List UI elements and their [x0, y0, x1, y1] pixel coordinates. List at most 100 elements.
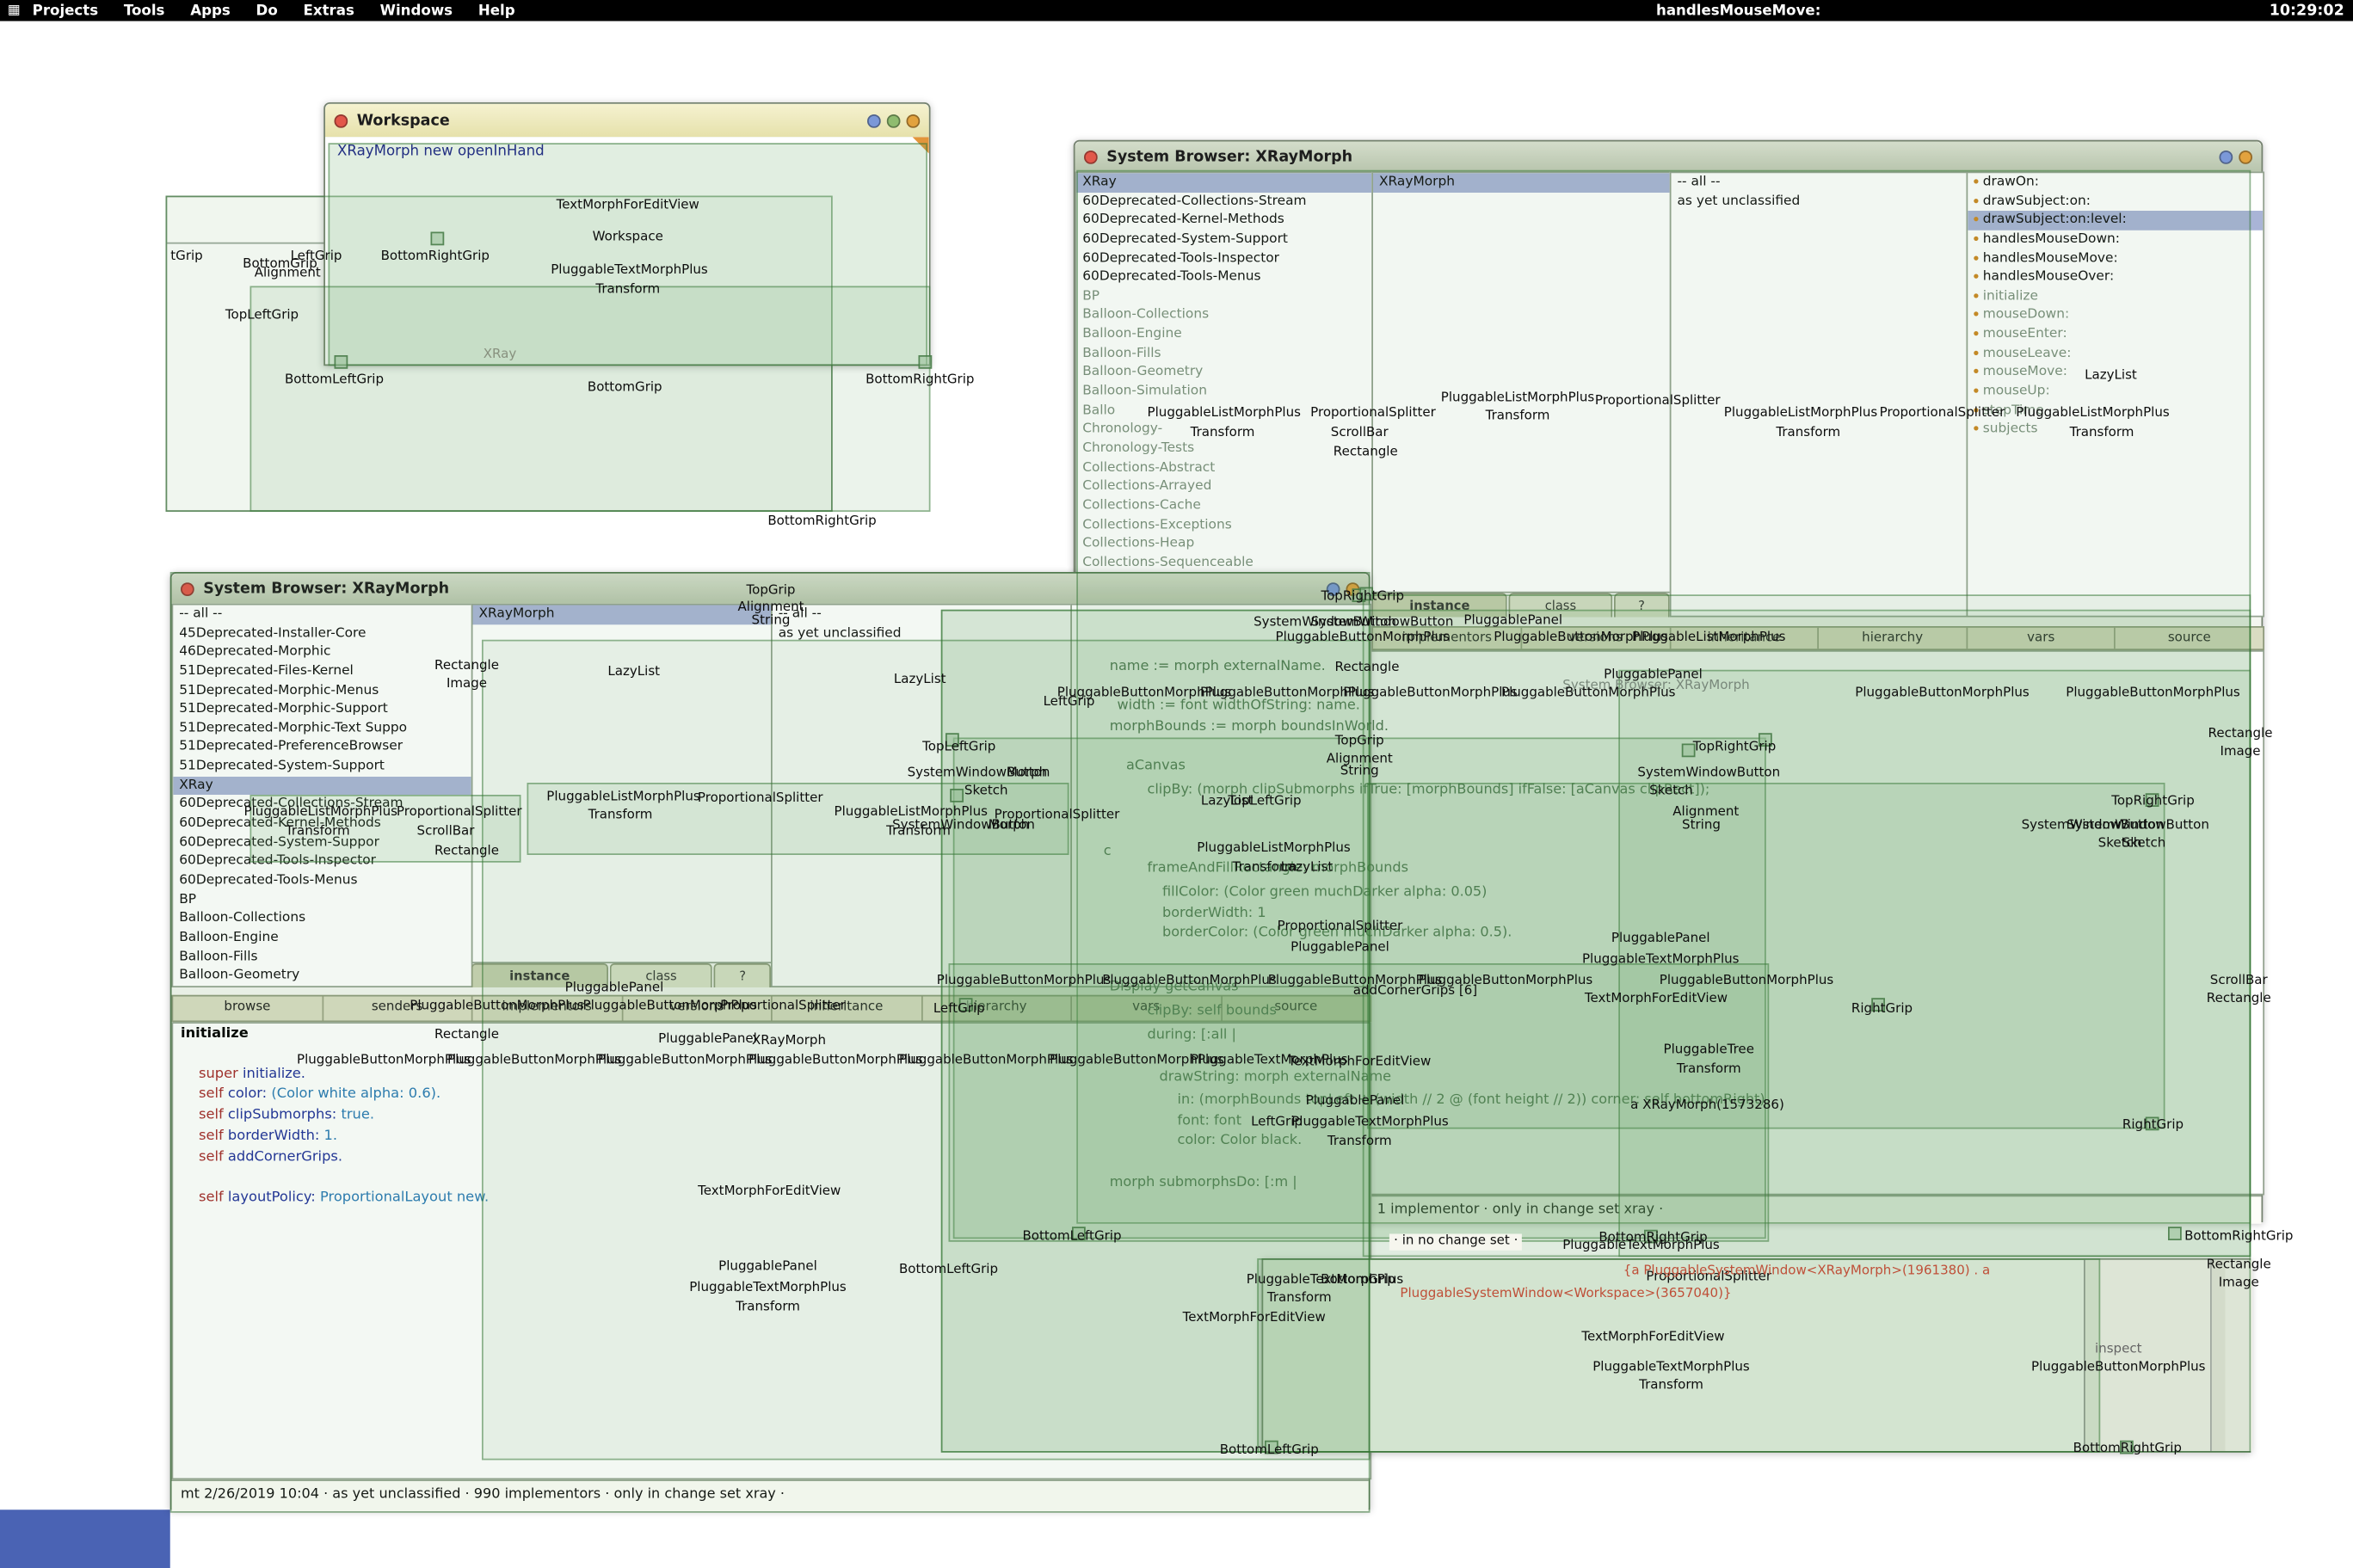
list-item[interactable]: BP [1082, 288, 1100, 304]
close-icon[interactable] [1084, 150, 1098, 163]
collapse-icon[interactable] [906, 114, 921, 127]
list-item[interactable]: initialize [1968, 287, 2263, 306]
close-icon[interactable] [334, 114, 348, 127]
tab-question[interactable]: ? [714, 963, 771, 987]
list-item[interactable]: as yet unclassified [778, 625, 902, 641]
list-item[interactable]: handlesMouseDown: [1968, 231, 2263, 249]
list-item[interactable]: -- all -- [1677, 175, 1721, 190]
workspace-editor[interactable]: XRayMorph new openInHand [325, 137, 929, 365]
list-item[interactable]: drawSubject:on: [1968, 192, 2263, 211]
list-item[interactable]: BP [179, 892, 197, 907]
menu-item-do[interactable]: Do [256, 2, 278, 19]
system-menu-icon[interactable]: ▦ [7, 3, 21, 19]
list-item[interactable]: Chronology- [1082, 421, 1163, 438]
menu-item-windows[interactable]: Windows [379, 2, 453, 19]
list-item[interactable]: 60Deprecated-Kernel-Methods [1082, 212, 1284, 228]
list-item[interactable]: drawSubject:on:level: [1968, 211, 2264, 231]
workspace-titlebar[interactable]: Workspace [325, 103, 929, 138]
list-item[interactable]: 60Deprecated-Tools-Menus [1082, 269, 1261, 286]
list-item[interactable]: 60Deprecated-Collections-Stream [179, 796, 403, 812]
browser-titlebar[interactable]: System Browser: XRayMorph [171, 573, 1369, 606]
list-item[interactable]: Balloon-Engine [1082, 326, 1182, 342]
list-item[interactable]: 60Deprecated-Collections-Stream [1082, 194, 1307, 209]
list-item[interactable]: Balloon-Geometry [179, 968, 300, 984]
list-item[interactable]: drawOn: [1968, 173, 2263, 192]
browser-button-implementors[interactable]: implementors [473, 996, 623, 1021]
list-item[interactable]: as yet unclassified [1677, 194, 1801, 209]
list-item[interactable]: handlesMouseMove: [1968, 249, 2263, 268]
list-item[interactable]: 60Deprecated-Tools-Inspector [179, 853, 377, 870]
menu-item-projects[interactable]: Projects [32, 2, 99, 19]
browser-button-inheritance[interactable]: inheritance [1671, 627, 1820, 649]
tab-question[interactable]: ? [1613, 593, 1670, 618]
window-menu-icon[interactable] [1326, 581, 1340, 596]
browser-button-browse[interactable]: browse [173, 996, 323, 1021]
list-item[interactable]: XRayMorph [1373, 173, 1670, 193]
list-item[interactable]: Balloon-Collections [179, 911, 306, 926]
list-item[interactable]: 60Deprecated-System-Support [1082, 231, 1288, 247]
list-item[interactable]: Balloon-Simulation [1082, 384, 1207, 399]
list-item[interactable]: 45Deprecated-Installer-Core [179, 625, 367, 641]
list-item[interactable]: XRay [173, 776, 471, 796]
browser-button-hierarchy[interactable]: hierarchy [922, 996, 1072, 1021]
list-item[interactable]: Collections-Sequenceable [1082, 555, 1253, 570]
list-item[interactable]: Ballo [1082, 403, 1116, 418]
browser-button-vars[interactable]: vars [1968, 627, 2116, 649]
menu-item-help[interactable]: Help [477, 2, 515, 19]
list-item[interactable]: 51Deprecated-PreferenceBrowser [179, 740, 403, 755]
list-item[interactable]: Balloon-Fills [179, 949, 258, 964]
list-item[interactable]: XRay [1076, 173, 1372, 193]
list-item[interactable]: 51Deprecated-Files-Kernel [179, 663, 354, 679]
list-item[interactable]: mouseDown: [1968, 306, 2263, 325]
list-item[interactable]: 51Deprecated-Morphic-Text Suppo [179, 720, 408, 736]
inspector-side-pane[interactable] [2084, 1259, 2252, 1451]
menu-item-tools[interactable]: Tools [123, 2, 165, 19]
expand-icon[interactable] [886, 114, 901, 127]
browser-button-hierarchy[interactable]: hierarchy [1819, 627, 1968, 649]
list-item[interactable]: Balloon-Collections [1082, 307, 1210, 323]
browser-button-versions[interactable]: versions [623, 996, 773, 1021]
tab-class[interactable]: class [1509, 593, 1612, 618]
list-item[interactable]: Balloon-Fills [1082, 346, 1161, 361]
list-item[interactable]: Collections-Exceptions [1082, 517, 1232, 532]
browser-button-source[interactable]: source [2167, 630, 2211, 646]
list-item[interactable]: 51Deprecated-Morphic-Support [179, 701, 388, 717]
close-icon[interactable] [181, 581, 194, 596]
browser-titlebar[interactable]: System Browser: XRayMorph [1075, 141, 2262, 174]
list-item[interactable]: Chronology-Tests [1082, 440, 1195, 457]
window-menu-icon[interactable] [867, 114, 881, 127]
list-item[interactable]: 51Deprecated-System-Support [179, 759, 385, 774]
list-item[interactable]: -- all -- [778, 606, 822, 622]
browser-button-implementors[interactable]: implementors [1373, 627, 1523, 649]
browser-button-versions[interactable]: versions [1522, 627, 1671, 649]
collapse-icon[interactable] [2239, 150, 2252, 163]
list-item[interactable]: mouseMove: [1968, 363, 2263, 382]
scrollbar[interactable] [2210, 1259, 2226, 1451]
list-item[interactable]: mouseEnter: [1968, 325, 2263, 344]
list-item[interactable]: stepTime [1968, 402, 2263, 421]
list-item[interactable]: Balloon-Engine [179, 930, 279, 945]
list-item[interactable]: 51Deprecated-Morphic-Menus [179, 682, 379, 698]
list-item[interactable]: subjects [1968, 421, 2263, 440]
list-item[interactable]: handlesMouseOver: [1968, 268, 2263, 287]
browser-button-vars[interactable]: vars [1072, 996, 1223, 1021]
list-item[interactable]: 60Deprecated-Kernel-Methods [179, 815, 381, 832]
code-editor[interactable] [171, 1022, 1372, 1480]
menu-item-extras[interactable]: Extras [303, 2, 354, 19]
list-item[interactable]: 60Deprecated-Tools-Menus [179, 872, 358, 889]
browser-button-inheritance[interactable]: inheritance [773, 996, 922, 1021]
collapse-icon[interactable] [1346, 581, 1360, 596]
list-item[interactable]: mouseLeave: [1968, 344, 2263, 363]
tab-class[interactable]: class [609, 963, 713, 987]
corner-flap-icon[interactable] [912, 137, 929, 154]
list-item[interactable]: XRayMorph [472, 605, 771, 624]
tab-instance[interactable]: instance [471, 963, 608, 987]
list-item[interactable]: Collections-Abstract [1082, 459, 1216, 476]
list-item[interactable]: Balloon-Geometry [1082, 365, 1204, 380]
list-item[interactable]: 60Deprecated-Tools-Inspector [1082, 250, 1280, 266]
list-item[interactable]: Collections-Heap [1082, 536, 1195, 551]
menu-item-apps[interactable]: Apps [190, 2, 231, 19]
list-item[interactable]: 46Deprecated-Morphic [179, 644, 331, 660]
list-item[interactable]: Collections-Cache [1082, 498, 1201, 513]
browser-button-source[interactable]: source [1274, 999, 1318, 1015]
